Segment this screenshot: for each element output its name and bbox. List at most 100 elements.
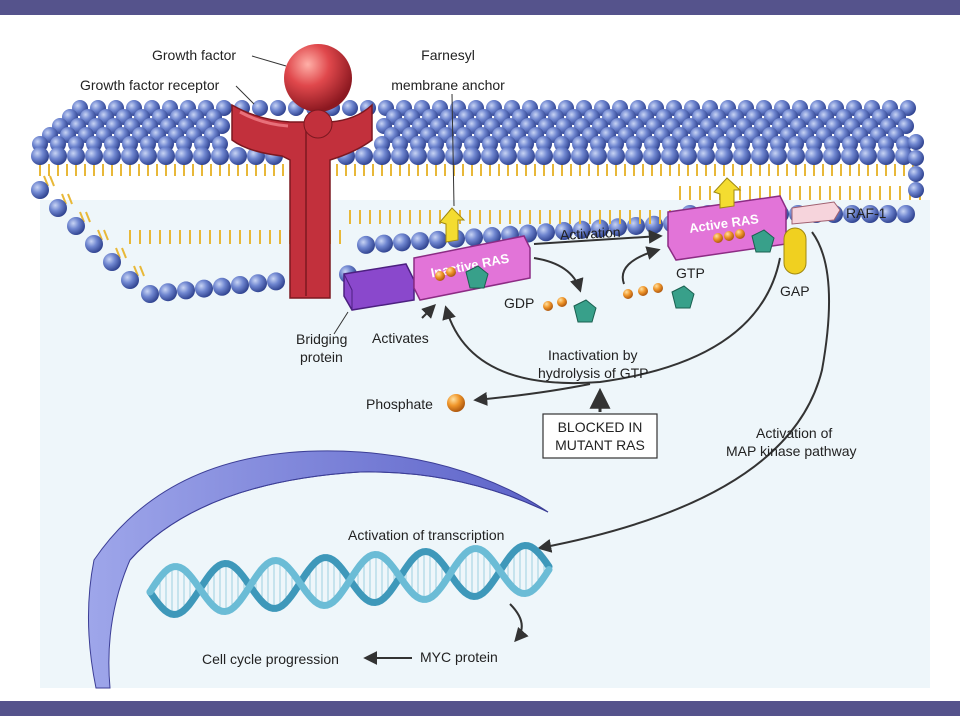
- lipid-head: [355, 147, 373, 165]
- lipid-head: [67, 217, 85, 235]
- lipid-tail: [97, 229, 103, 241]
- lipid-head: [591, 219, 609, 238]
- lipid-tail: [61, 193, 67, 205]
- growth-factor-stalk: [303, 109, 333, 139]
- farnesyl-leader: [451, 93, 455, 207]
- lipid-head: [429, 230, 447, 249]
- inactivation-arrow: [442, 257, 781, 384]
- lipid-head: [193, 147, 211, 165]
- lipid-bilayer-membrane: [31, 100, 924, 303]
- lipid-head: [357, 235, 375, 254]
- activation-arrow: [533, 229, 663, 245]
- lipid-head: [787, 147, 805, 165]
- lipid-tail: [49, 175, 55, 187]
- activation-label: Activation: [560, 224, 621, 243]
- lipid-head: [211, 147, 229, 165]
- lipid-head: [908, 166, 924, 182]
- lipid-head: [555, 222, 573, 241]
- lipid-head: [157, 147, 175, 165]
- lipid-head: [823, 147, 841, 165]
- lipid-tail: [121, 247, 127, 259]
- lipid-head: [769, 147, 787, 165]
- lipid-head: [427, 147, 445, 165]
- gtp-binding-arrow: [621, 246, 661, 285]
- lipid-head: [643, 147, 661, 165]
- free-gtp: [623, 283, 695, 309]
- lipid-tail: [115, 247, 121, 259]
- lipid-head: [661, 147, 679, 165]
- lipid-head: [103, 147, 121, 165]
- lipid-head: [463, 147, 481, 165]
- lipid-head: [373, 147, 391, 165]
- lipid-head: [535, 147, 553, 165]
- nucleus-inner-edge: [129, 471, 549, 561]
- lipid-head: [229, 147, 247, 165]
- lipid-head: [571, 147, 589, 165]
- lipid-head: [270, 100, 286, 116]
- lipid-head: [267, 272, 285, 291]
- lipid-head: [861, 205, 879, 223]
- gtp-label: GTP: [676, 265, 705, 281]
- dna-strand: [146, 545, 553, 616]
- lipid-head: [679, 147, 697, 165]
- inactivation-label-line1: Inactivation by: [548, 347, 638, 363]
- bottom-frame-bar: [0, 701, 960, 716]
- growth-factor-receptor: [231, 103, 373, 299]
- lipid-head: [841, 147, 859, 165]
- lipid-head: [141, 285, 159, 303]
- myc-label: MYC protein: [420, 649, 498, 665]
- lipid-head: [908, 182, 924, 198]
- lipid-head: [85, 235, 103, 253]
- phosphate-release-arrow: [473, 383, 591, 406]
- lipid-tail: [139, 265, 145, 277]
- blocked-box: [542, 413, 658, 459]
- lipid-head: [411, 232, 429, 251]
- lipid-head: [67, 147, 85, 165]
- lipid-head: [573, 220, 591, 239]
- lipid-head: [908, 150, 924, 166]
- lipid-head: [103, 253, 121, 271]
- lipid-tail: [67, 193, 73, 205]
- lipid-head: [252, 100, 268, 116]
- top-frame-bar: [0, 0, 960, 15]
- growth-factor-ligand: [284, 44, 352, 112]
- raf1-label: RAF-1: [846, 205, 887, 221]
- farnesyl-label-line1: Farnesyl: [421, 47, 475, 63]
- lipid-head: [483, 227, 501, 246]
- receptor-leader: [235, 85, 255, 105]
- lipid-tail: [103, 229, 109, 241]
- lipid-head: [553, 147, 571, 165]
- lipid-head: [195, 279, 213, 298]
- lipid-head: [49, 199, 67, 217]
- lipid-head: [121, 147, 139, 165]
- lipid-head: [751, 147, 769, 165]
- gdp-label: GDP: [504, 295, 534, 311]
- lipid-head: [499, 147, 517, 165]
- lipid-head: [607, 147, 625, 165]
- lipid-head: [481, 147, 499, 165]
- gdp-on-inactive-ras: [435, 265, 489, 289]
- lipid-head: [625, 147, 643, 165]
- bridging-leader: [333, 311, 349, 335]
- lipid-head: [393, 233, 411, 252]
- growth-factor-leader: [251, 55, 287, 67]
- lipid-head: [175, 147, 193, 165]
- lipid-head: [537, 223, 555, 242]
- lipid-head: [805, 147, 823, 165]
- lipid-head: [609, 218, 627, 237]
- lipid-head: [121, 271, 139, 289]
- lipid-head: [843, 205, 861, 223]
- farnesyl-label-line2: membrane anchor: [391, 77, 505, 93]
- phosphate-label: Phosphate: [366, 396, 433, 412]
- lipid-head: [49, 147, 67, 165]
- lipid-head: [859, 147, 877, 165]
- lipid-head: [897, 205, 915, 223]
- farnesyl-anchor-active: [713, 177, 742, 209]
- gap-label: GAP: [780, 283, 810, 299]
- lipid-head: [231, 276, 249, 294]
- bridging-label-line1: Bridging: [296, 331, 347, 347]
- bridging-protein: [343, 263, 415, 311]
- gtp-on-active-ras: [713, 229, 775, 253]
